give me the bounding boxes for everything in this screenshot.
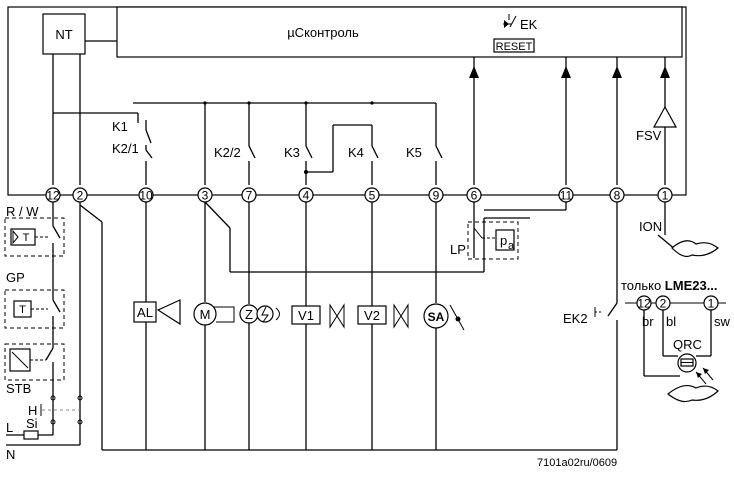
k1-label: K1	[112, 119, 128, 134]
svg-text:3: 3	[202, 189, 209, 203]
rw-box	[4, 217, 65, 257]
valve-v2: V2	[357, 303, 409, 329]
rw-label: R / W	[6, 204, 39, 219]
qrc-bl-label: bl	[666, 314, 676, 329]
si-label: Si	[26, 416, 38, 431]
terminal-11: 11	[558, 187, 574, 203]
microcontroller-block	[116, 6, 683, 58]
lp-label: LP	[450, 242, 466, 257]
actuator-sa: SA	[423, 303, 465, 331]
l-label: L	[6, 420, 13, 435]
gp-box	[4, 289, 65, 329]
valve-v1: V1	[291, 303, 345, 329]
svg-text:V1: V1	[298, 308, 314, 323]
terminal-2: 2	[72, 187, 88, 203]
horn-icon	[156, 299, 181, 326]
qrc-terminal-1: 1	[703, 295, 719, 311]
svg-text:8: 8	[614, 189, 621, 203]
flame-ion-icon	[671, 240, 719, 258]
svg-text:T: T	[23, 232, 30, 244]
svg-text:12: 12	[637, 297, 651, 311]
qrc-terminal-2: 2	[655, 295, 671, 311]
n-label: N	[6, 447, 15, 462]
svg-text:11: 11	[560, 189, 573, 203]
fsv-amplifier	[652, 105, 678, 128]
k22-label: K2/2	[214, 145, 241, 160]
microcontroller-label: µСконтроль	[287, 25, 359, 40]
nt-label: NT	[55, 27, 72, 42]
svg-text:5: 5	[369, 189, 376, 203]
gp-label: GP	[6, 270, 25, 285]
qrc-sw-label: sw	[714, 314, 731, 329]
k4-label: K4	[348, 145, 364, 160]
svg-text:6: 6	[471, 189, 478, 203]
qrc-terminal-12: 12	[636, 295, 652, 311]
svg-text:AL: AL	[137, 305, 153, 320]
drawing-reference: 7101a02ru/0609	[537, 457, 617, 469]
svg-text:9: 9	[433, 189, 440, 203]
qrc-br-label: br	[642, 314, 654, 329]
svg-text:2: 2	[660, 297, 667, 311]
svg-text:1: 1	[662, 189, 669, 203]
k5-label: K5	[406, 145, 422, 160]
fan-motor-m: M	[193, 302, 235, 326]
terminal-10: 10	[138, 187, 154, 203]
svg-text:12: 12	[46, 189, 60, 203]
qrc-label: QRC	[673, 337, 702, 352]
svg-text:M: M	[200, 307, 211, 322]
terminal-8: 8	[609, 187, 625, 203]
k21-label: K2/1	[112, 141, 139, 156]
svg-text:V2: V2	[364, 308, 380, 323]
lp-box	[467, 221, 519, 260]
stb-label: STB	[6, 381, 31, 396]
lme23-header: только LME23...	[621, 278, 718, 293]
terminal-6: 6	[466, 187, 482, 203]
svg-text:Z: Z	[245, 307, 253, 322]
terminal-7: 7	[241, 187, 257, 203]
terminal-12: 12	[45, 187, 61, 203]
reset-label: RESET	[496, 41, 533, 53]
ion-label: ION	[639, 219, 662, 234]
terminal-3: 3	[197, 187, 213, 203]
terminal-1: 1	[657, 187, 673, 203]
flame-qrc-icon	[667, 384, 719, 403]
svg-text:2: 2	[77, 189, 84, 203]
ek-label: EK	[520, 17, 538, 32]
stb-box	[4, 343, 65, 381]
svg-text:10: 10	[139, 189, 153, 203]
nt-block	[42, 13, 86, 55]
pa-label: p	[500, 233, 507, 248]
h-label: H	[28, 403, 37, 418]
svg-text:SA: SA	[428, 310, 445, 324]
fsv-label: FSV	[636, 128, 662, 143]
k3-label: K3	[284, 145, 300, 160]
ek2-label: EK2	[563, 311, 588, 326]
alarm-al	[133, 301, 157, 323]
svg-text:7: 7	[246, 189, 253, 203]
fuse-si	[23, 430, 39, 440]
qrc-sensor: QRC	[673, 337, 714, 385]
terminal-5: 5	[364, 187, 380, 203]
terminal-9: 9	[428, 187, 444, 203]
svg-text:4: 4	[303, 189, 310, 203]
reset-button[interactable]: EK RESET	[493, 14, 538, 53]
svg-text:1: 1	[708, 297, 715, 311]
ignition-transformer-z: Z	[239, 304, 280, 324]
pa-sub: a	[508, 240, 515, 252]
terminal-4: 4	[298, 187, 314, 203]
svg-text:T: T	[19, 304, 26, 316]
